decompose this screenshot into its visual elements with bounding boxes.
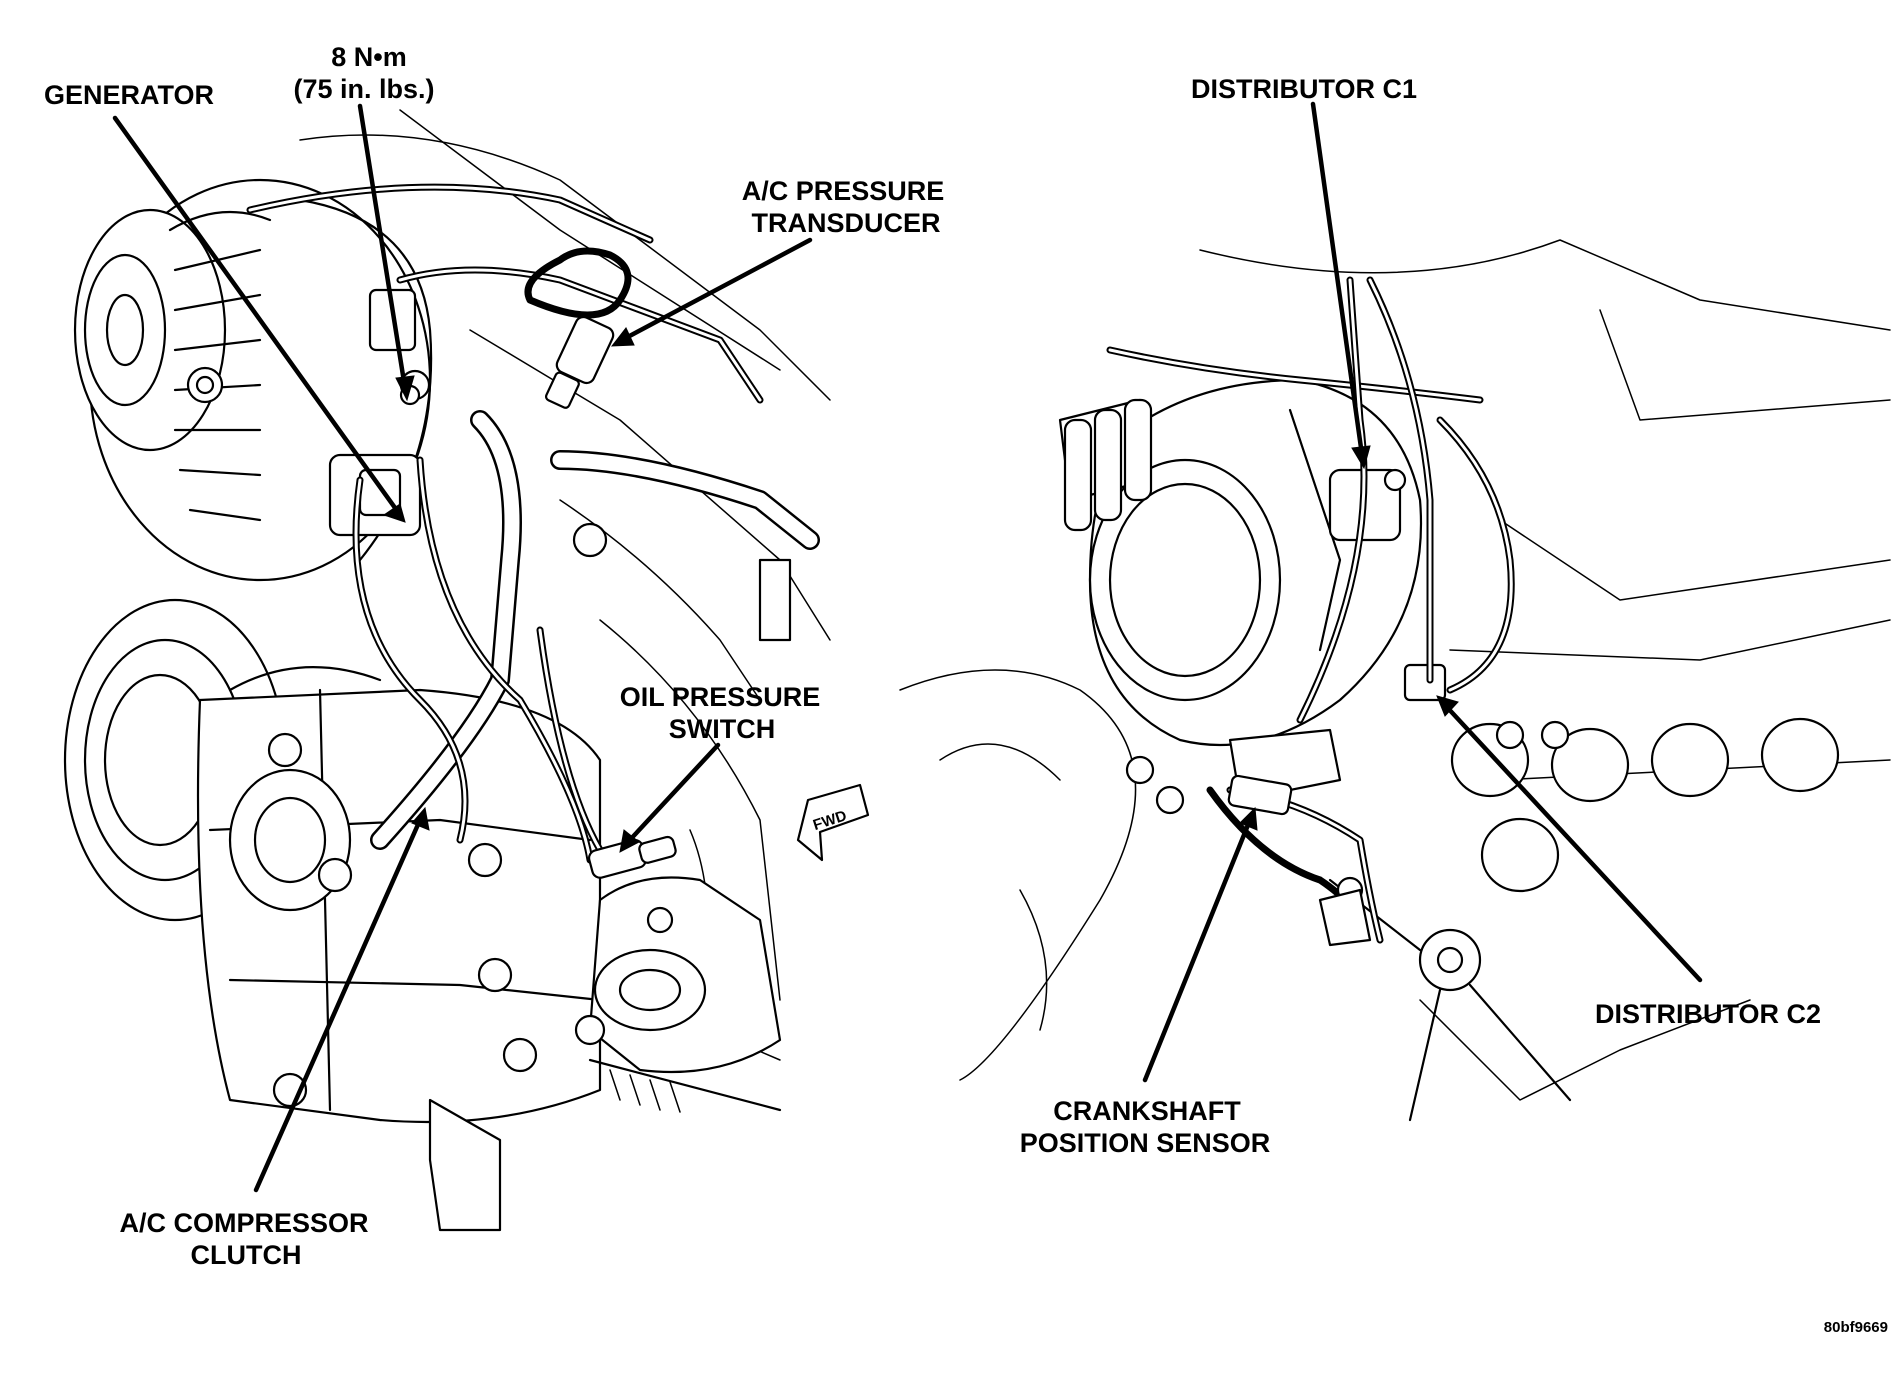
crankshaft-position-sensor	[1227, 774, 1372, 947]
ac-clutch-leader	[253, 817, 423, 1193]
distributor-c2-connector	[1403, 663, 1447, 702]
crank-sensor-label-line1: CRANKSHAFT	[1053, 1096, 1241, 1126]
torque-leader	[357, 103, 408, 391]
distributor-c1-label: DISTRIBUTOR C1	[1191, 74, 1417, 104]
generator-leader	[112, 115, 401, 515]
generator-label: GENERATOR	[44, 80, 214, 110]
ac-clutch-label-line1: A/C COMPRESSOR	[119, 1208, 368, 1238]
torque-label-line2: (75 in. lbs.)	[293, 74, 434, 104]
ac-pressure-transducer	[545, 315, 615, 409]
distributor-body	[1058, 378, 1447, 815]
generator-body	[73, 178, 433, 582]
torque-label-line1: 8 N•m	[331, 42, 406, 72]
transducer-leader	[619, 237, 813, 343]
oil-pressure-switch	[587, 835, 677, 879]
distributor-c1-leader	[1310, 101, 1365, 458]
oil-switch-leader	[625, 742, 721, 845]
distributor-c2-label: DISTRIBUTOR C2	[1595, 999, 1821, 1029]
ac-compressor-body	[63, 598, 602, 1232]
intake-runners	[1450, 717, 1840, 893]
labels: GENERATOR 8 N•m (75 in. lbs.) A/C PRESSU…	[44, 42, 1888, 1336]
oil-switch-label-line1: OIL PRESSURE	[620, 682, 821, 712]
crank-sensor-leader	[1142, 817, 1253, 1083]
ac-transducer-label-line1: A/C PRESSURE	[742, 176, 945, 206]
right-engine-illustration	[899, 239, 1891, 1122]
distributor-c2-leader	[1442, 702, 1703, 983]
ac-transducer-label-line2: TRANSDUCER	[752, 208, 941, 238]
figure-code: 80bf9669	[1824, 1319, 1888, 1336]
leader-lines	[112, 101, 1703, 1193]
ac-clutch-label-line2: CLUTCH	[191, 1240, 302, 1270]
crank-sensor-label-line2: POSITION SENSOR	[1020, 1128, 1271, 1158]
fwd-arrow: FWD	[796, 783, 870, 862]
left-engine-illustration: FWD	[63, 109, 870, 1232]
oil-pressure-area	[574, 876, 782, 1113]
oil-switch-label-line2: SWITCH	[669, 714, 775, 744]
